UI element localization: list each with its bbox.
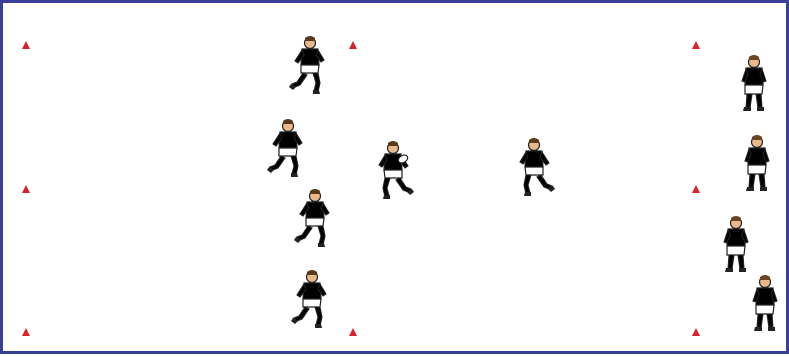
defender (742, 55, 766, 111)
defender (753, 275, 777, 331)
defender (724, 216, 748, 272)
attacking-team (267, 36, 414, 328)
cone (349, 41, 357, 49)
defending-team (520, 55, 777, 331)
defender (745, 135, 769, 191)
drill-diagram (3, 3, 789, 357)
attacker (267, 119, 302, 177)
attacker (294, 189, 329, 247)
cone (692, 328, 700, 336)
cone (692, 41, 700, 49)
attacker (291, 270, 326, 328)
ball-carrier (379, 141, 414, 199)
cone (22, 41, 30, 49)
cone (692, 185, 700, 193)
cone (22, 185, 30, 193)
attacker (289, 36, 324, 94)
cones (22, 41, 700, 336)
cone (22, 328, 30, 336)
cone (349, 328, 357, 336)
defender (520, 138, 555, 196)
